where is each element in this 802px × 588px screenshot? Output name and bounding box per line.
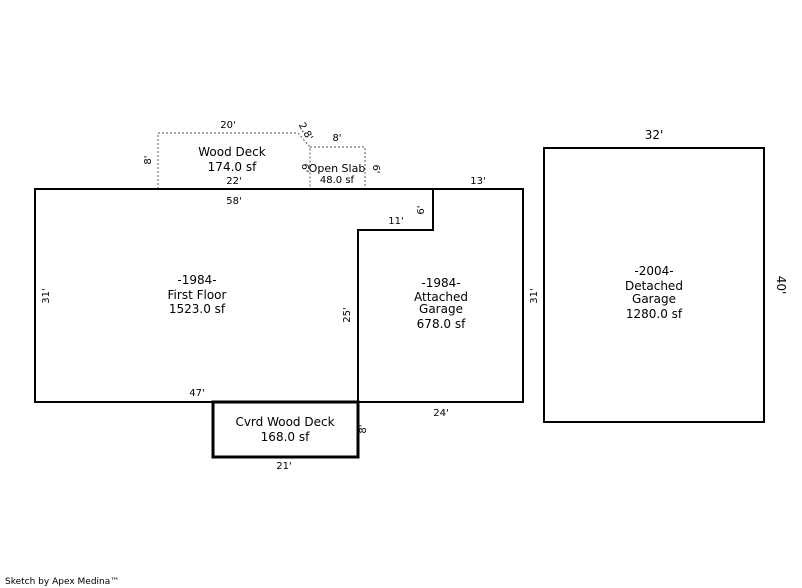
svg-text:Cvrd Wood Deck: Cvrd Wood Deck (235, 415, 334, 429)
main-house-outline (34, 188, 524, 403)
svg-text:Garage: Garage (419, 302, 463, 316)
dim-slab-right: 6' (370, 164, 381, 173)
svg-text:Garage: Garage (632, 292, 676, 306)
svg-text:678.0 sf: 678.0 sf (417, 317, 466, 331)
svg-text:1280.0 sf: 1280.0 sf (626, 307, 683, 321)
svg-text:Detached: Detached (625, 279, 683, 293)
svg-text:Attached: Attached (414, 290, 468, 304)
first-floor-label: -1984- First Floor 1523.0 sf (168, 273, 227, 316)
dim-deck-diag: 2.8' (296, 121, 315, 143)
svg-text:168.0 sf: 168.0 sf (261, 430, 310, 444)
dim-cvrd-side: 8' (358, 424, 369, 433)
detached-garage-outline (543, 147, 765, 423)
dim-house-top-right: 13' (470, 176, 485, 187)
detached-garage-label: -2004- Detached Garage 1280.0 sf (625, 264, 683, 321)
dim-house-top-left: 58' (226, 196, 241, 207)
footer-credit: Sketch by Apex Medina™ (5, 577, 119, 587)
covered-deck-outline (211, 400, 360, 459)
dim-cvrd-bottom: 21' (276, 461, 291, 472)
dim-house-left: 31' (41, 288, 52, 303)
svg-text:48.0 sf: 48.0 sf (320, 175, 355, 186)
covered-deck-label: Cvrd Wood Deck 168.0 sf (235, 415, 334, 444)
garage-divider (357, 189, 434, 402)
dim-house-right: 31' (529, 288, 540, 303)
dim-deck-top: 20' (220, 120, 235, 131)
dim-detached-top: 32' (645, 128, 664, 142)
dim-notch-height: 6' (416, 205, 427, 214)
svg-text:174.0 sf: 174.0 sf (208, 160, 257, 174)
wood-deck-label: Wood Deck 174.0 sf (198, 145, 265, 174)
svg-text:-1984-: -1984- (421, 276, 460, 290)
svg-text:-1984-: -1984- (177, 273, 216, 287)
svg-text:Open Slab: Open Slab (309, 162, 366, 175)
attached-garage-label: -1984- Attached Garage 678.0 sf (414, 276, 468, 331)
dim-deck-left: 8' (143, 155, 154, 164)
dim-garage-bottom: 24' (433, 408, 448, 419)
svg-text:1523.0 sf: 1523.0 sf (169, 302, 226, 316)
svg-text:-2004-: -2004- (634, 264, 673, 278)
wood-deck-outline (157, 132, 311, 189)
dim-detached-right: 40' (774, 276, 788, 295)
dim-garage-inner: 25' (342, 307, 353, 322)
open-slab-label: Open Slab 48.0 sf (309, 162, 366, 186)
dim-deck-right: 6' (299, 163, 310, 172)
dim-notch-width: 11' (388, 216, 403, 227)
dim-deck-bottom: 22' (226, 176, 241, 187)
svg-text:First Floor: First Floor (168, 288, 227, 302)
svg-text:Wood Deck: Wood Deck (198, 145, 265, 159)
dim-house-bottom: 47' (189, 388, 204, 399)
dim-slab-top: 8' (332, 133, 341, 144)
